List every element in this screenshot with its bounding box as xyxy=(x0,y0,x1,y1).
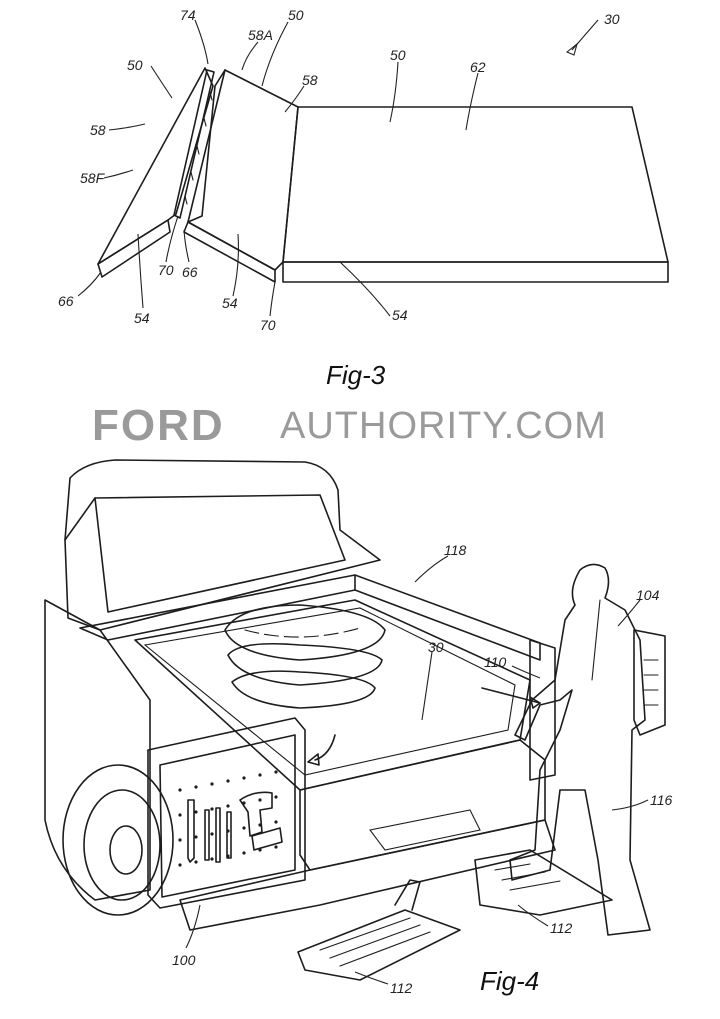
ref-66-label: 66 xyxy=(182,264,198,280)
ref-58f-label: 58F xyxy=(80,170,106,186)
ref-70-label: 70 xyxy=(158,262,174,278)
ref-116-label: 116 xyxy=(650,792,673,808)
ref-74-label: 74 xyxy=(180,7,196,23)
ref-54-label: 54 xyxy=(392,307,408,323)
ref-62-label: 62 xyxy=(470,59,486,75)
ref-58-label: 58 xyxy=(302,72,318,88)
figure-4-caption: Fig-4 xyxy=(480,966,539,996)
watermark-brand: FORD xyxy=(92,401,225,450)
ref-50-label: 50 xyxy=(390,47,406,63)
ref-112-label: 112 xyxy=(390,980,413,996)
ref-54-label: 54 xyxy=(134,310,150,326)
watermark-site: AUTHORITY.COM xyxy=(280,405,607,447)
figure-3-caption: Fig-3 xyxy=(326,360,386,390)
ref-110-label: 110 xyxy=(484,654,507,670)
ref-112-label: 112 xyxy=(550,920,573,936)
ref-50-label: 50 xyxy=(127,57,143,73)
figure-3-labels: 30 74 50 58A 50 58 50 62 58 58F 70 66 66… xyxy=(58,7,620,333)
ref-50-label: 50 xyxy=(288,7,304,23)
ref-58-label: 58 xyxy=(90,122,106,138)
figure-4-drawing xyxy=(45,460,665,984)
ref-30-label: 30 xyxy=(428,639,444,655)
ref-54-label: 54 xyxy=(222,295,238,311)
ref-66-label: 66 xyxy=(58,293,74,309)
ref-118-label: 118 xyxy=(444,542,467,558)
watermark: FORD AUTHORITY.COM xyxy=(92,401,607,450)
ref-58a-label: 58A xyxy=(248,27,273,43)
ref-70-label: 70 xyxy=(260,317,276,333)
ref-104-label: 104 xyxy=(636,587,660,603)
ref-100-label: 100 xyxy=(172,952,196,968)
ref-30-label: 30 xyxy=(604,11,620,27)
figure-4-labels: 118 104 30 110 116 100 112 112 xyxy=(172,542,673,996)
